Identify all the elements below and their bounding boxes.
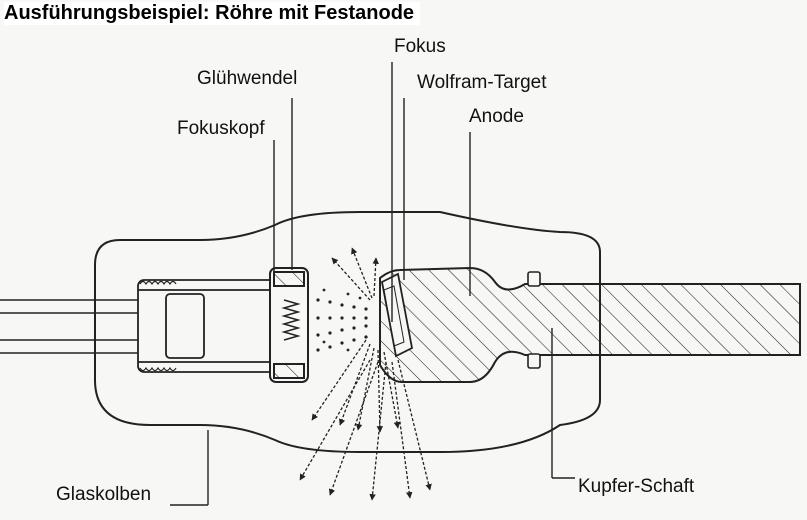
- x-ray-arrows: [299, 247, 432, 501]
- label-anode: Anode: [469, 106, 524, 127]
- filament-coil: [281, 299, 301, 341]
- support-coil-top: [139, 280, 177, 286]
- anode-flanges: [527, 271, 541, 369]
- label-fokus: Fokus: [394, 36, 446, 57]
- label-fokuskopf: Fokuskopf: [177, 118, 265, 139]
- glass-envelope: [94, 211, 601, 453]
- label-kupfer-schaft: Kupfer-Schaft: [578, 476, 695, 497]
- label-gluehwendel: Glühwendel: [197, 68, 298, 89]
- cathode-support: [137, 279, 284, 373]
- anode-body: [379, 266, 801, 383]
- support-coil-bottom: [139, 366, 177, 372]
- electron-beam: [316, 288, 368, 352]
- page-title: Ausführungsbeispiel: Röhre mit Festanode: [4, 2, 421, 25]
- leader-lines: [170, 62, 575, 506]
- label-wolfram-target: Wolfram-Target: [417, 72, 547, 93]
- label-glaskolben: Glaskolben: [56, 484, 152, 505]
